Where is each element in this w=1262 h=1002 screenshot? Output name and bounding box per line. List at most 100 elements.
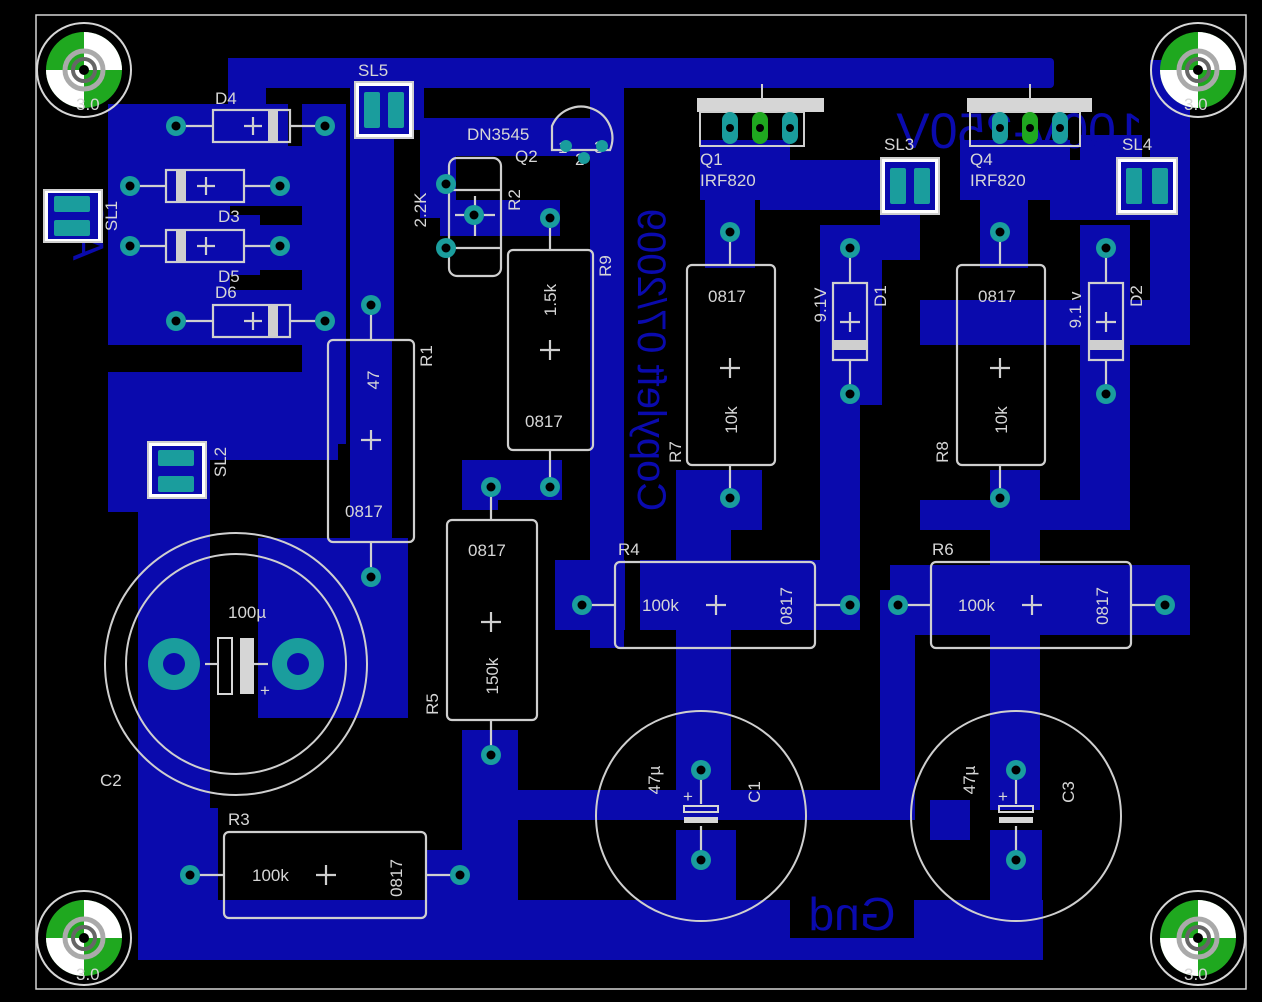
solder-pad: [992, 112, 1008, 144]
solder-pad: [361, 567, 381, 587]
mosfet-q1[interactable]: Q1 IRF820: [697, 84, 824, 190]
pads: [120, 112, 1175, 885]
solder-pad: [540, 208, 560, 228]
solder-pad: [270, 236, 290, 256]
r2-value: 2.2K: [411, 192, 430, 228]
solder-pad: [481, 477, 501, 497]
hole-bl-label: 3.0: [76, 965, 100, 984]
q2-part: DN3545: [467, 125, 529, 144]
r9-code: 0817: [525, 412, 563, 431]
d1-value: 9.1V: [811, 287, 830, 323]
solder-pad: [540, 477, 560, 497]
hole-br-label: 3.0: [1184, 965, 1208, 984]
d5-label: D5: [218, 267, 240, 286]
d6-label: D6: [215, 283, 237, 302]
r3-code: 0817: [387, 859, 406, 897]
r7-label: R7: [666, 441, 685, 463]
capacitor-c3[interactable]: + 47µ C3: [910, 710, 1122, 922]
solder-pad: [166, 311, 186, 331]
r6-label: R6: [932, 540, 954, 559]
solder-pad: [166, 116, 186, 136]
trimmer-r2[interactable]: 2.2K R2: [411, 156, 524, 278]
svg-text:+: +: [260, 681, 270, 700]
r7-code: 0817: [708, 287, 746, 306]
solder-pad: [180, 865, 200, 885]
solder-pad: [840, 384, 860, 404]
c3-value: 47µ: [960, 765, 979, 794]
resistor-r7[interactable]: 0817 10k R7: [666, 232, 777, 498]
connector-sl4[interactable]: SL4: [1116, 135, 1178, 215]
solder-pad: [572, 595, 592, 615]
c3-label: C3: [1059, 781, 1078, 803]
diode-d6[interactable]: D6: [176, 283, 325, 339]
resistor-r8[interactable]: 0817 10k R8: [933, 232, 1047, 498]
diode-d5[interactable]: D5: [130, 228, 280, 286]
resistor-r1[interactable]: 47 0817 R1: [326, 305, 436, 577]
solder-pad: [840, 595, 860, 615]
solder-pad: [148, 638, 200, 690]
r3-value: 100k: [252, 866, 289, 885]
solder-pad: [888, 595, 908, 615]
gnd-label: Gnd: [809, 888, 896, 940]
solder-pad: [450, 865, 470, 885]
copyright-label: Copyleft 07/2009: [629, 209, 673, 511]
solder-pad: [990, 488, 1010, 508]
solder-pad: [1022, 112, 1038, 144]
r5-code: 0817: [468, 541, 506, 560]
q4-part: IRF820: [970, 171, 1026, 190]
sl2-label: SL2: [211, 447, 230, 477]
connector-sl3[interactable]: SL3: [880, 135, 940, 215]
c1-value: 47µ: [645, 765, 664, 794]
q1-label: Q1: [700, 150, 723, 169]
q4-label: Q4: [970, 150, 993, 169]
solder-pad: [1006, 850, 1026, 870]
c2-label: C2: [100, 771, 122, 790]
resistor-r9[interactable]: 1.5k 0817 R9: [506, 220, 615, 485]
connector-sl1[interactable]: SL1: [43, 189, 121, 243]
hole-tl-label: 3.0: [76, 95, 100, 114]
d4-label: D4: [215, 89, 237, 108]
solder-pad: [1052, 112, 1068, 144]
r8-code: 0817: [978, 287, 1016, 306]
r4-value: 100k: [642, 596, 679, 615]
r5-label: R5: [423, 693, 442, 715]
solder-pad: [436, 174, 456, 194]
capacitor-c2[interactable]: + 100µ C2: [100, 532, 368, 796]
r2-label: R2: [505, 189, 524, 211]
r1-value: 47: [364, 371, 383, 390]
solder-pad: [464, 205, 484, 225]
svg-text:+: +: [683, 787, 693, 806]
solder-pad: [691, 760, 711, 780]
r9-label: R9: [596, 255, 615, 277]
d2-value: 9.1 v: [1066, 291, 1085, 328]
c2-value: 100µ: [228, 603, 266, 622]
solder-pad: [270, 176, 290, 196]
solder-pad: [782, 112, 798, 144]
solder-pad: [315, 311, 335, 331]
svg-text:+: +: [998, 787, 1008, 806]
solder-pad: [840, 238, 860, 258]
solder-pad: [720, 488, 740, 508]
zener-d2[interactable]: 9.1 v D2: [1066, 248, 1146, 394]
r4-label: R4: [618, 540, 640, 559]
solder-pad: [481, 745, 501, 765]
mounting-hole-tr: [1150, 22, 1246, 118]
mosfet-q4[interactable]: Q4 IRF820: [967, 84, 1092, 190]
connector-sl5[interactable]: SL5: [354, 61, 414, 139]
solder-pad: [560, 140, 572, 152]
q2-label: Q2: [515, 147, 538, 166]
sl1-label: SL1: [102, 201, 121, 231]
r6-code: 0817: [1093, 587, 1112, 625]
diode-d3[interactable]: D3: [130, 168, 280, 226]
resistor-r3[interactable]: 100k 0817 R3: [190, 810, 460, 920]
solder-pad: [120, 236, 140, 256]
resistor-r5[interactable]: 0817 150k R5: [423, 487, 539, 755]
connector-sl2[interactable]: SL2: [147, 441, 230, 499]
solder-pad: [436, 238, 456, 258]
r1-code: 0817: [345, 502, 383, 521]
sl3-label: SL3: [884, 135, 914, 154]
capacitor-c1[interactable]: + 47µ C1: [595, 710, 807, 922]
resistor-r6[interactable]: 100k 0817 R6: [898, 540, 1165, 650]
sl5-label: SL5: [358, 61, 388, 80]
